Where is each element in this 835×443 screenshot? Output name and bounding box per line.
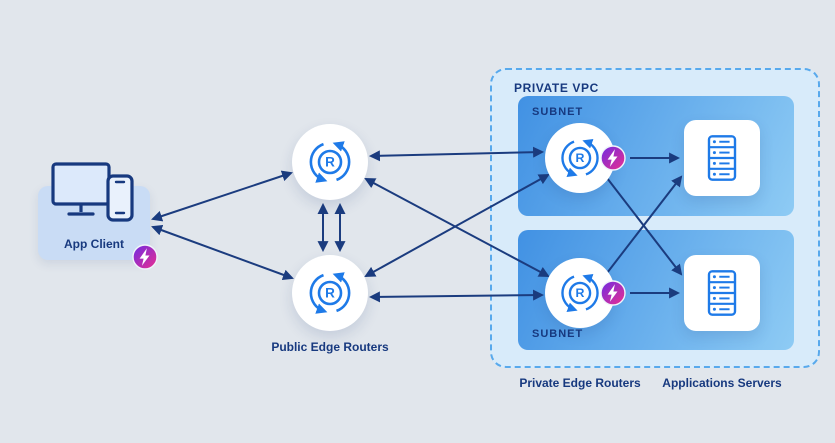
server-icon: [707, 135, 737, 181]
applications-servers-label: Applications Servers: [662, 376, 782, 390]
server-icon: [707, 270, 737, 316]
application-server-2: [684, 255, 760, 331]
app-client-label: App Client: [64, 237, 124, 251]
app-client-node: App Client: [38, 162, 158, 270]
application-server-1: [684, 120, 760, 196]
router-icon: [558, 136, 602, 180]
edge-pubrouter2-privrouter1: [364, 173, 550, 278]
edge-client-pubrouter1: [151, 170, 293, 222]
router-icon: [306, 138, 354, 186]
public-edge-router-1: [292, 124, 368, 200]
subnet-2-label: SUBNET: [532, 328, 584, 340]
edge-client-pubrouter2: [151, 224, 294, 281]
public-edge-router-2: [292, 255, 368, 331]
public-edge-routers-label: Public Edge Routers: [271, 340, 389, 354]
lightning-badge-icon: [132, 244, 158, 270]
vpc-title: PRIVATE VPC: [514, 81, 599, 95]
private-edge-router-2: [545, 258, 626, 328]
edge-pubrouter1-privrouter1: [368, 146, 545, 162]
edge-pubrouter2-privrouter2: [368, 289, 545, 303]
lightning-badge-icon: [600, 145, 626, 171]
edge-privrouter2-server1: [606, 175, 683, 274]
subnet-1-label: SUBNET: [532, 106, 584, 118]
router-icon: [306, 269, 354, 317]
desktop-mobile-icon: [51, 162, 134, 222]
router-icon: [558, 271, 602, 315]
private-edge-routers-label: Private Edge Routers: [519, 376, 641, 390]
private-edge-router-1: [545, 123, 626, 193]
lightning-badge-icon: [600, 280, 626, 306]
